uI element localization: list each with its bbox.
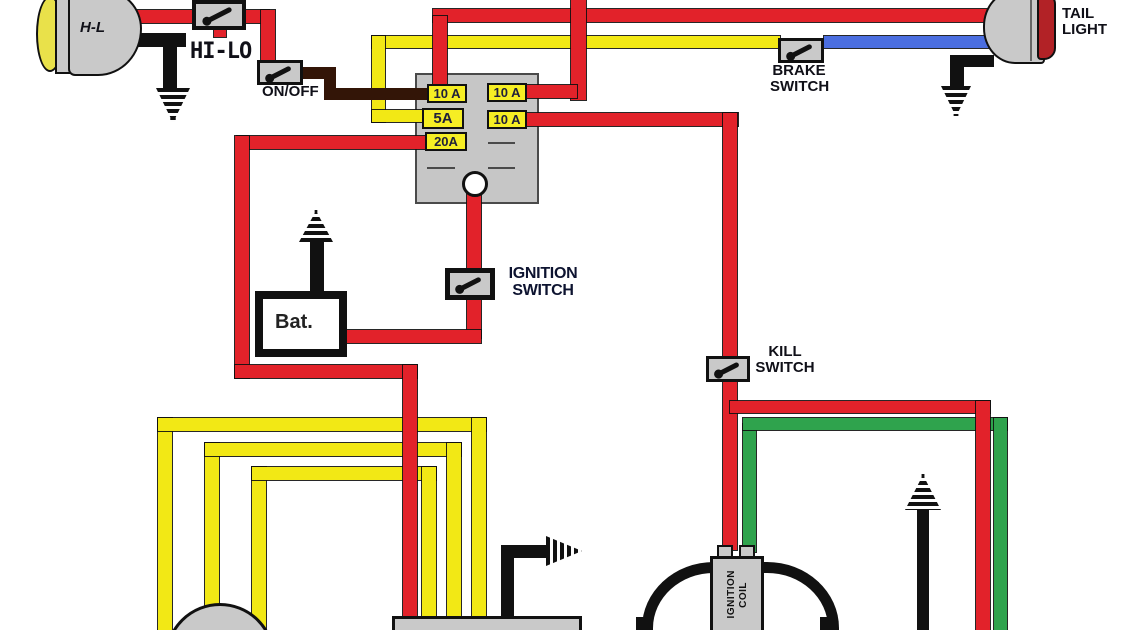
wire-black-taillight-ground-v: [950, 60, 964, 88]
wire-red-kill-to-coil: [723, 380, 737, 550]
wire-red-main-to-ignition: [467, 180, 481, 272]
wire-black-regulator-ground-h: [501, 545, 549, 558]
kill-switch-label: KILL SWITCH: [752, 344, 818, 376]
fuse-box-main-terminal: [462, 171, 488, 197]
wire-yellow-stator-inner-left: [252, 467, 266, 630]
regulator-rectifier: [392, 616, 582, 630]
tail-light-lens: [1037, 0, 1056, 60]
brake-switch-label-line2: SWITCH: [770, 77, 830, 95]
wire-red-regulator-drop: [403, 365, 417, 618]
wire-yellow-stator-mid-left: [205, 443, 219, 630]
wire-black-regulator-ground-v: [501, 545, 514, 619]
ignition-switch: [445, 268, 495, 300]
fuse-empty-slot-mark: [427, 167, 455, 169]
fuse-10a-right-bottom: 10 A: [487, 110, 527, 129]
wire-red-headlight-feed: [128, 10, 196, 23]
ignition-coil-label-line2: COIL: [737, 581, 749, 608]
wire-red-hilo-onoff: [261, 10, 275, 62]
tail-light-label-line1: TAIL: [1062, 5, 1095, 22]
ground-symbol-taillight: [941, 86, 971, 116]
wire-red-20a-bottom: [235, 365, 417, 378]
wire-yellow-5a-lead: [372, 110, 430, 122]
ground-symbol-headlight: [156, 88, 190, 122]
ignition-coil: IGNITION COIL: [710, 556, 764, 630]
wire-green-top-run: [743, 418, 1007, 430]
tail-light: [983, 0, 1059, 66]
on-off-switch: [257, 60, 303, 85]
switch-lever-icon: [714, 361, 740, 378]
kill-switch-label-line2: SWITCH: [755, 358, 815, 376]
headlight-label: H-L: [80, 19, 105, 36]
wire-red-ignition-out: [467, 298, 481, 338]
wire-red-top-run-taillight: [433, 9, 989, 22]
wire-green-down-run: [994, 418, 1007, 630]
switch-lever-icon: [787, 42, 814, 60]
ignition-switch-label-line2: SWITCH: [512, 281, 574, 299]
kill-switch: [706, 356, 750, 382]
switch-lever-icon: [203, 6, 233, 25]
spark-plug-terminal-right: [820, 617, 835, 630]
wire-red-hilo-stub: [214, 29, 226, 37]
fuse-5a: 5A: [422, 108, 464, 129]
wire-red-coil-branch-v: [976, 401, 990, 630]
wire-yellow-stator-mid-right: [447, 443, 461, 618]
tail-light-label: TAIL LIGHT: [1062, 6, 1107, 38]
wire-yellow-stator-outer-right: [472, 418, 486, 618]
wire-red-20a-down: [235, 136, 249, 378]
brake-switch: [778, 38, 824, 63]
fuse-20a: 20A: [425, 132, 467, 151]
tail-light-label-line2: LIGHT: [1062, 20, 1107, 38]
wire-yellow-stator-mid-top: [205, 443, 461, 456]
wire-red-killswitch-drop: [723, 113, 737, 358]
brake-switch-label-line1: BRAKE: [772, 62, 826, 79]
fuse-10a-left: 10 A: [427, 84, 467, 103]
headlight: H-L: [36, 0, 146, 78]
wire-red-fuse4-lead: [525, 85, 577, 98]
ignition-switch-label-line1: IGNITION: [508, 265, 578, 282]
battery: Bat.: [255, 291, 347, 357]
wire-red-top-riser: [571, 0, 586, 100]
kill-switch-label-line1: KILL: [768, 343, 802, 360]
wire-black-battery-ground: [310, 240, 324, 294]
hi-lo-switch: [192, 0, 246, 30]
spark-plug-terminal-left: [636, 617, 651, 630]
fuse-10a-right-top: 10 A: [487, 83, 527, 102]
hi-lo-label: HI-LO: [190, 39, 252, 64]
tail-light-seam: [1030, 0, 1032, 61]
wire-red-20a-left: [237, 136, 429, 149]
ignition-switch-label: IGNITION SWITCH: [505, 265, 581, 300]
wire-black-headlight-ground-v: [163, 40, 177, 90]
tail-light-body: [983, 0, 1045, 64]
wire-black-engine-ground: [917, 508, 929, 630]
wire-red-coil-branch-h: [730, 401, 990, 413]
wire-red-battery-lead: [345, 330, 481, 343]
wire-yellow-stator-inner-top: [252, 467, 436, 480]
wire-green-coil-riser: [743, 424, 756, 552]
wire-red-fuse1-drop: [433, 16, 447, 90]
headlight-body: [68, 0, 142, 76]
ground-symbol-engine: [905, 474, 941, 510]
wire-blue-taillight-feed: [824, 36, 990, 48]
switch-lever-icon: [456, 276, 483, 293]
battery-label: Bat.: [275, 311, 313, 333]
on-off-label: ON/OFF: [262, 83, 319, 100]
wire-yellow-stator-outer-left: [158, 418, 172, 630]
wire-brown-fuse-feed: [324, 88, 432, 100]
wire-yellow-brake-riser: [372, 36, 385, 122]
fuse-empty-slot-mark: [488, 167, 515, 169]
wire-red-fuse5-lead: [525, 113, 738, 126]
wire-yellow-stator-outer-top: [158, 418, 486, 431]
fuse-empty-slot-mark: [488, 142, 515, 144]
wire-yellow-stator-inner-right: [422, 467, 436, 618]
ground-symbol-battery: [299, 210, 333, 242]
switch-lever-icon: [266, 64, 293, 82]
brake-switch-label: BRAKE SWITCH: [770, 62, 830, 95]
ignition-coil-label-line1: IGNITION: [725, 570, 737, 619]
ground-symbol-regulator: [546, 536, 582, 566]
